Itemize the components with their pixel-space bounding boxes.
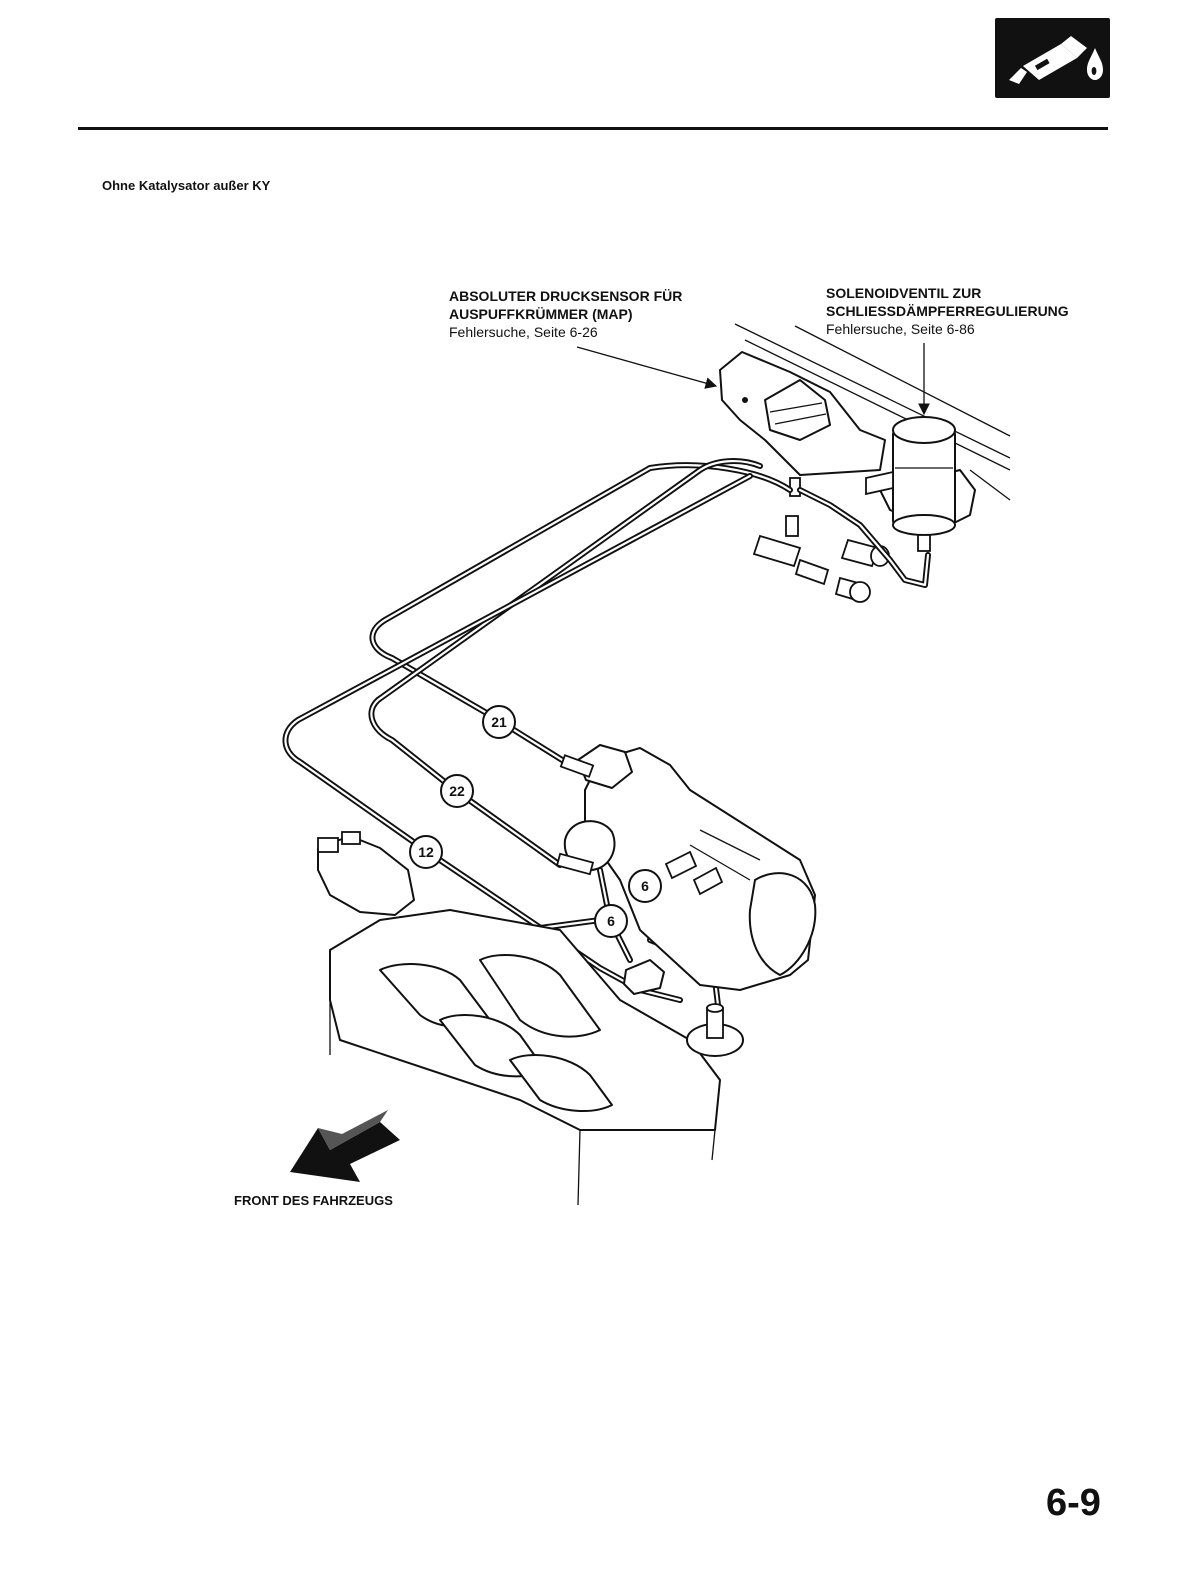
front-direction-arrow	[290, 1110, 400, 1182]
solenoid-reference: Fehlersuche, Seite 6-86	[826, 321, 975, 337]
distributor	[317, 831, 415, 916]
hose-number-12-label: 12	[418, 844, 434, 860]
hose-fittings-upper	[752, 515, 890, 603]
map-sensor	[719, 351, 886, 497]
hose-number-6-lower: 6	[594, 904, 628, 938]
section-badge	[995, 18, 1110, 98]
map-sensor-title-1: ABSOLUTER DRUCKSENSOR FÜR	[449, 288, 683, 304]
throttle-body	[555, 744, 817, 991]
map-sensor-reference: Fehlersuche, Seite 6-26	[449, 324, 598, 340]
page-number: 6-9	[1046, 1482, 1101, 1524]
front-of-vehicle-label: FRONT DES FAHRZEUGS	[234, 1193, 393, 1208]
variant-label: Ohne Katalysator außer KY	[102, 178, 271, 193]
map-sensor-callout: ABSOLUTER DRUCKSENSOR FÜR AUSPUFFKRÜMMER…	[449, 287, 682, 341]
hose-number-21: 21	[482, 705, 516, 739]
map-leader-arrow	[576, 346, 718, 389]
header-rule	[78, 127, 1108, 130]
solenoid-valve-callout: SOLENOIDVENTIL ZUR SCHLIESSDÄMPFERREGULI…	[826, 284, 1069, 338]
firewall-panel	[734, 323, 1011, 501]
hose-number-6-upper: 6	[628, 869, 662, 903]
manifold-vacuum-port	[686, 1003, 744, 1057]
vacuum-hoses	[282, 458, 931, 1008]
intake-manifold	[329, 909, 721, 1206]
solenoid-valve	[865, 416, 976, 552]
solenoid-title-2: SCHLIESSDÄMPFERREGULIERUNG	[826, 303, 1069, 319]
hose-number-12: 12	[409, 835, 443, 869]
hose-number-21-label: 21	[491, 714, 507, 730]
map-sensor-title-2: AUSPUFFKRÜMMER (MAP)	[449, 306, 633, 322]
hose-number-6-upper-label: 6	[641, 878, 649, 894]
fuel-nozzle-icon	[1009, 36, 1103, 84]
hose-number-22: 22	[440, 774, 474, 808]
hose-number-22-label: 22	[449, 783, 465, 799]
check-valve	[623, 959, 665, 995]
hose-number-6-lower-label: 6	[607, 913, 615, 929]
solenoid-title-1: SOLENOIDVENTIL ZUR	[826, 285, 982, 301]
